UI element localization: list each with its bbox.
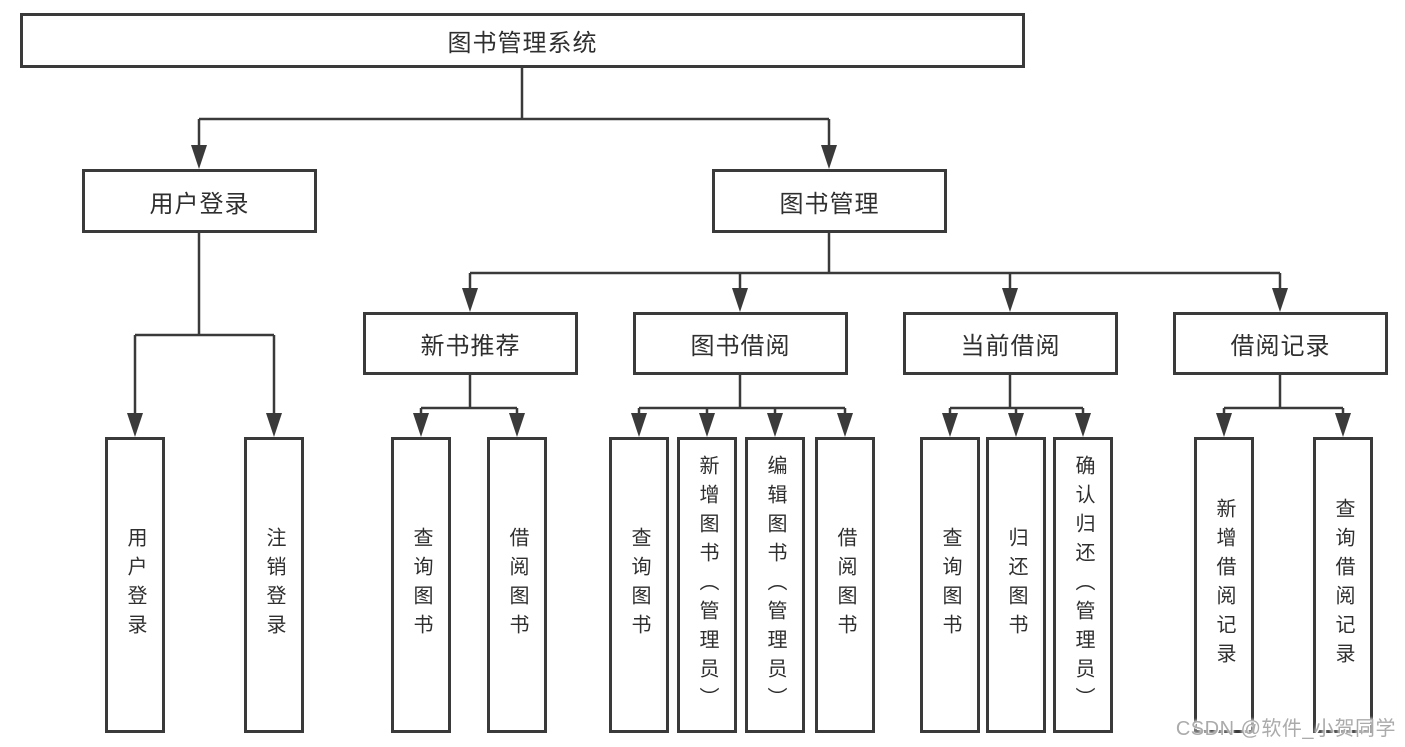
arrowhead bbox=[462, 288, 478, 312]
node-borrowing-records: 借阅记录 bbox=[1173, 312, 1388, 375]
node-user-login: 用户登录 bbox=[82, 169, 317, 233]
arrowhead bbox=[266, 413, 282, 437]
arrowhead bbox=[1008, 413, 1024, 437]
node-label: 用户登录 bbox=[149, 190, 250, 218]
node-new-book-recommend: 新书推荐 bbox=[363, 312, 578, 375]
connector-book-management-branch bbox=[468, 233, 1282, 294]
node-label: 当前借阅 bbox=[960, 333, 1061, 360]
node-label: 注销登录 bbox=[263, 527, 285, 643]
arrowhead bbox=[1272, 288, 1288, 312]
arrowhead bbox=[631, 413, 647, 437]
node-leaf-borrow-books: 借阅图书 bbox=[815, 437, 875, 733]
arrowhead bbox=[127, 413, 143, 437]
arrowhead bbox=[509, 413, 525, 437]
node-book-management: 图书管理 bbox=[712, 169, 947, 233]
node-leaf-user-login: 用户登录 bbox=[105, 437, 165, 733]
node-leaf-return-book: 归还图书 bbox=[986, 437, 1046, 733]
connector-borrow-records-branch bbox=[1222, 375, 1345, 418]
node-label: 查询图书 bbox=[939, 527, 961, 643]
node-label: 查询图书 bbox=[410, 527, 432, 643]
arrowhead bbox=[699, 413, 715, 437]
arrowhead bbox=[837, 413, 853, 437]
node-label: 借阅图书 bbox=[834, 527, 856, 643]
connector-root-to-level2 bbox=[197, 68, 831, 150]
arrowhead bbox=[1335, 413, 1351, 437]
node-label: 确认归还（管理员） bbox=[1072, 454, 1094, 716]
connector-current-borrowing-branch bbox=[948, 375, 1085, 418]
watermark: CSDN @软件_小贺同学 bbox=[1175, 718, 1396, 740]
node-label: 借阅图书 bbox=[506, 527, 528, 643]
node-label: 图书借阅 bbox=[690, 333, 791, 360]
node-label: 归还图书 bbox=[1005, 527, 1027, 643]
arrowhead bbox=[821, 145, 837, 169]
arrowhead bbox=[732, 288, 748, 312]
arrowhead bbox=[413, 413, 429, 437]
node-leaf-add-book-admin: 新增图书（管理员） bbox=[677, 437, 737, 733]
node-leaf-query-books-borrowing: 查询图书 bbox=[609, 437, 669, 733]
node-label: 图书管理系统 bbox=[447, 30, 598, 57]
arrowhead bbox=[1216, 413, 1232, 437]
arrowhead bbox=[1075, 413, 1091, 437]
node-leaf-borrow-books-recommend: 借阅图书 bbox=[487, 437, 547, 733]
node-leaf-logout: 注销登录 bbox=[244, 437, 304, 733]
node-leaf-confirm-return-admin: 确认归还（管理员） bbox=[1053, 437, 1113, 733]
node-book-borrowing: 图书借阅 bbox=[633, 312, 848, 375]
arrowhead bbox=[191, 145, 207, 169]
node-leaf-add-borrow-record: 新增借阅记录 bbox=[1194, 437, 1254, 733]
node-leaf-edit-book-admin: 编辑图书（管理员） bbox=[745, 437, 805, 733]
node-leaf-query-borrow-record: 查询借阅记录 bbox=[1313, 437, 1373, 733]
connector-new-book-branch bbox=[419, 375, 519, 418]
node-current-borrowing: 当前借阅 bbox=[903, 312, 1118, 375]
node-leaf-query-books-recommend: 查询图书 bbox=[391, 437, 451, 733]
node-library-management-system: 图书管理系统 bbox=[20, 13, 1025, 68]
node-label: 借阅记录 bbox=[1230, 333, 1331, 360]
arrowhead bbox=[767, 413, 783, 437]
node-label: 编辑图书（管理员） bbox=[764, 454, 786, 716]
node-label: 用户登录 bbox=[124, 527, 146, 643]
connector-user-login-branch bbox=[133, 233, 276, 418]
node-leaf-query-books-current: 查询图书 bbox=[920, 437, 980, 733]
arrowhead bbox=[1002, 288, 1018, 312]
node-label: 新增借阅记录 bbox=[1213, 498, 1235, 672]
arrowhead bbox=[942, 413, 958, 437]
connector-book-borrowing-branch bbox=[637, 375, 847, 418]
node-label: 图书管理 bbox=[779, 190, 880, 218]
node-label: 查询图书 bbox=[628, 527, 650, 643]
node-label: 新书推荐 bbox=[420, 333, 521, 360]
node-label: 查询借阅记录 bbox=[1332, 498, 1354, 672]
node-label: 新增图书（管理员） bbox=[696, 454, 718, 716]
